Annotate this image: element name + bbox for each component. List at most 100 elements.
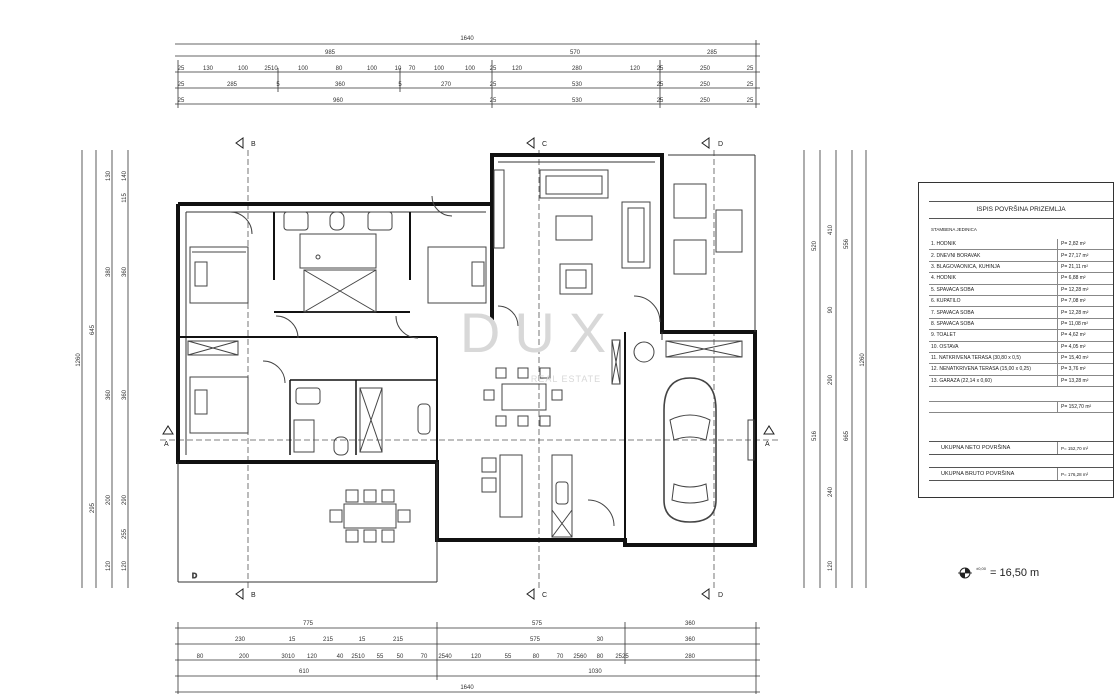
section-a-left: A xyxy=(164,441,169,448)
dim-bottom-r2-3: 15 xyxy=(359,637,366,643)
beds xyxy=(189,246,487,434)
section-c-bottom: C xyxy=(542,592,547,599)
legend-row-name: 10. OSTAVA xyxy=(931,343,959,350)
dim-left-c3-1: 380 xyxy=(106,266,112,277)
wardrobes xyxy=(187,269,743,385)
dim-left-c1-2: 360 xyxy=(122,266,128,277)
legend-row: 12. NENATKRIVENA TERASA (15,00 x 0,25)P=… xyxy=(929,364,1113,376)
legend-neto-value: P= 152,70 m² xyxy=(1057,442,1113,454)
legend-row-value: P= 7,08 m² xyxy=(1057,295,1113,307)
dim-top-r3-9: 250 xyxy=(700,82,711,88)
dim-left-c2-1: 295 xyxy=(90,502,96,513)
dim-left-c1-6: 120 xyxy=(122,560,128,571)
legend-row-value: P= 4,62 m² xyxy=(1057,330,1113,341)
dim-top-r2-9: 100 xyxy=(434,66,445,72)
dim-bottom-r4-1: 1030 xyxy=(588,669,602,675)
legend-row-name: 5. SPAVAĆA SOBA xyxy=(931,286,975,293)
legend-row-name: 13. GARAŽA (22,14 x 0,60) xyxy=(931,377,992,384)
legend-row: 1. HODNIK P= 2,82 m² xyxy=(929,239,1113,251)
dim-top-r4-1: 960 xyxy=(333,98,344,104)
doors xyxy=(229,195,661,527)
dim-top-r2-10: 100 xyxy=(465,66,476,72)
section-d-top: D xyxy=(718,141,723,148)
dim-top-r4-6: 25 xyxy=(747,98,754,104)
legend-row-name: 1. HODNIK xyxy=(931,241,957,248)
terrace-furniture: D xyxy=(192,489,411,581)
dim-top-r4-0: 25 xyxy=(178,98,185,104)
dim-left-c3-4: 120 xyxy=(106,560,112,571)
dim-top-r3-1: 285 xyxy=(227,82,238,88)
dim-bottom-r3-12: 80 xyxy=(533,654,540,660)
dim-bottom-total: 1640 xyxy=(460,685,474,691)
legend-row-value: P= 2,82 m² xyxy=(1057,239,1113,250)
bathroom-fixtures xyxy=(283,211,431,456)
legend-row-value: P= 15,40 m² xyxy=(1057,352,1113,364)
dim-top-r3-7: 530 xyxy=(572,82,583,88)
legend-row-value: P= 12,28 m² xyxy=(1057,284,1113,295)
walls xyxy=(176,153,757,583)
dim-bottom-r3-13: 70 xyxy=(557,654,564,660)
dim-bottom-r2-5: 575 xyxy=(530,637,541,643)
dim-top-r2-17: 25 xyxy=(747,66,754,72)
dim-left-c1-1: 115 xyxy=(122,193,128,203)
legend-row-value: P= 4,05 m² xyxy=(1057,341,1113,352)
dim-bottom-r1-0: 775 xyxy=(303,621,314,627)
dim-bottom-r3-8: 70 xyxy=(421,654,428,660)
dim-top-r2-8: 70 xyxy=(409,66,416,72)
watermark-logo: DUX xyxy=(460,301,620,364)
legend-sum-row: P= 152,70 m² xyxy=(929,402,1113,414)
section-markers: B B C C D D A A xyxy=(162,137,775,600)
section-d-bottom: D xyxy=(718,592,723,599)
dim-right-total: 1260 xyxy=(860,353,866,367)
dim-bottom-r3-5: 2510 xyxy=(351,654,365,660)
dim-bottom-r3-0: 80 xyxy=(197,654,204,660)
legend-sum-value: P= 152,70 m² xyxy=(1057,402,1113,413)
legend-row-value: P= 27,17 m² xyxy=(1057,250,1113,261)
legend-row: 10. OSTAVA P= 4,05 m² xyxy=(929,341,1113,353)
dim-right-c2-3: 240 xyxy=(828,486,834,497)
legend-row: 13. GARAŽA (22,14 x 0,60)P= 13,28 m² xyxy=(929,375,1113,388)
dim-bottom-r3-1: 200 xyxy=(239,654,250,660)
dim-bottom-r3-11: 55 xyxy=(505,654,512,660)
legend-neto-label: UKUPNA NETO POVRŠINA xyxy=(941,445,1011,451)
section-b-bottom: B xyxy=(251,592,256,599)
dim-left-total: 1260 xyxy=(76,353,82,367)
legend-row-value: P= 21,11 m² xyxy=(1057,261,1113,273)
dim-bottom-r3-15: 80 xyxy=(597,654,604,660)
living-room-furniture xyxy=(493,169,743,363)
section-b-top: B xyxy=(251,141,256,148)
legend-neto-row: UKUPNA NETO POVRŠINA P= 152,70 m² xyxy=(929,441,1113,455)
left-dimensions: 1260 645 295 130 380 360 200 120 140 115… xyxy=(76,150,129,588)
dim-top-r2-16: 250 xyxy=(700,66,711,72)
legend-row-name: 3. BLAGOVAONICA, KUHINJA xyxy=(931,263,1001,270)
dim-bottom-r3-16: 2525 xyxy=(615,654,629,660)
dim-top-r2-11: 25 xyxy=(490,66,497,72)
dim-top-r1-0: 985 xyxy=(325,50,336,56)
dim-bottom-r2-6: 30 xyxy=(597,637,604,643)
legend-row-value: P= 3,76 m² xyxy=(1057,364,1113,375)
legend-row: 11. NATKRIVENA TERASA (30,80 x 0,5)P= 15… xyxy=(929,352,1113,365)
dim-top-r1-2: 285 xyxy=(707,50,718,56)
legend-subtitle: STAMBENA JEDINICA xyxy=(931,227,977,232)
dim-bottom-r4-0: 610 xyxy=(299,669,310,675)
elevation-marker-icon xyxy=(958,567,972,579)
dim-top-r2-12: 120 xyxy=(512,66,523,72)
terrace-section-letter: D xyxy=(192,573,197,580)
legend-row: 3. BLAGOVAONICA, KUHINJA P= 21,11 m² xyxy=(929,261,1113,274)
dim-top-r2-14: 120 xyxy=(630,66,641,72)
legend-row: 5. SPAVAĆA SOBA P= 12,28 m² xyxy=(929,284,1113,296)
dim-top-r2-5: 80 xyxy=(336,66,343,72)
watermark: DUX REAL ESTATE xyxy=(460,301,620,384)
legend-row-name: 7. SPAVAĆA SOBA xyxy=(931,309,975,316)
dim-top-r4-5: 250 xyxy=(700,98,711,104)
dim-top-r3-5: 270 xyxy=(441,82,452,88)
section-c-top: C xyxy=(542,141,547,148)
dining-kitchen-furniture xyxy=(481,367,573,538)
dim-top-r4-2: 25 xyxy=(490,98,497,104)
